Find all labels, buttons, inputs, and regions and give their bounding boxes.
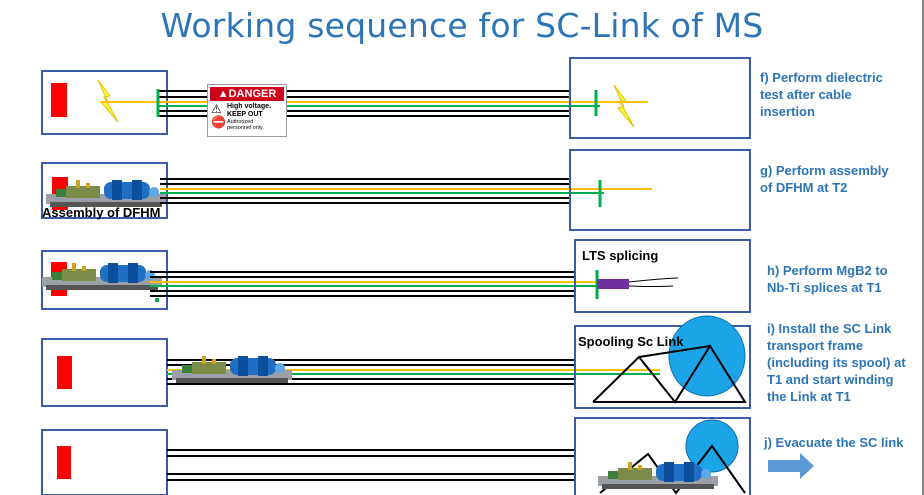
green-marker	[155, 298, 159, 302]
lightning-icon	[613, 84, 635, 128]
step-h-line: Nb-Ti splices at T1	[767, 280, 882, 295]
left-box-4	[41, 338, 168, 407]
left-box-2	[41, 162, 168, 219]
red-block-1	[51, 83, 67, 117]
right-box-2	[569, 149, 751, 231]
step-j: j) Evacuate the SC link	[764, 435, 904, 450]
step-i-line: transport frame	[767, 338, 864, 353]
step-f-line: f) Perform dielectric	[760, 70, 883, 85]
step-f-line: insertion	[760, 104, 815, 119]
step-h-line: h) Perform MgB2 to	[767, 263, 888, 278]
label-spooling: Spooling Sc Link	[578, 334, 684, 349]
splice-sleeve	[597, 279, 629, 289]
danger-sign: ▲DANGER ⚠⛔ High voltage. KEEP OUT Author…	[207, 84, 287, 137]
danger-line-3: Authorized	[227, 119, 254, 125]
warning-icon: ⚠⛔	[211, 102, 226, 129]
step-i-line: i) Install the SC Link	[767, 321, 892, 336]
step-g: g) Perform assembly of DFHM at T2	[760, 162, 889, 196]
transport-frame	[638, 345, 711, 358]
right-box-3	[574, 239, 751, 313]
step-i: i) Install the SC Link transport frame (…	[767, 320, 906, 405]
step-i-line: T1 and start winding	[767, 372, 894, 387]
right-box-1	[569, 57, 751, 139]
left-box-5	[41, 429, 168, 495]
right-box-4	[574, 325, 751, 409]
danger-line-1: High voltage.	[227, 103, 271, 110]
label-assembly-dfhm: Assembly of DFHM	[42, 205, 161, 220]
step-g-line: of DFHM at T2	[760, 180, 848, 195]
splice-wire	[628, 277, 679, 287]
danger-line-2: KEEP OUT	[227, 111, 263, 118]
right-box-5	[574, 417, 751, 495]
red-block-4	[57, 356, 72, 389]
evacuate-arrow	[768, 453, 814, 479]
step-i-line: (including its spool) at	[767, 355, 906, 370]
transport-frame	[592, 344, 747, 404]
step-i-line: the Link at T1	[767, 389, 851, 404]
page-title: Working sequence for SC-Link of MS	[160, 6, 764, 45]
spool-drum	[668, 315, 746, 397]
step-h: h) Perform MgB2 to Nb-Ti splices at T1	[767, 262, 888, 296]
step-g-line: g) Perform assembly	[760, 163, 889, 178]
danger-sign-header: ▲DANGER	[210, 87, 284, 101]
label-lts-splicing: LTS splicing	[582, 248, 659, 263]
slide-border	[922, 0, 924, 495]
step-f: f) Perform dielectric test after cable i…	[760, 69, 883, 120]
red-block-5	[57, 446, 71, 479]
danger-line-4: personnel only.	[227, 125, 264, 131]
step-f-line: test after cable	[760, 87, 852, 102]
